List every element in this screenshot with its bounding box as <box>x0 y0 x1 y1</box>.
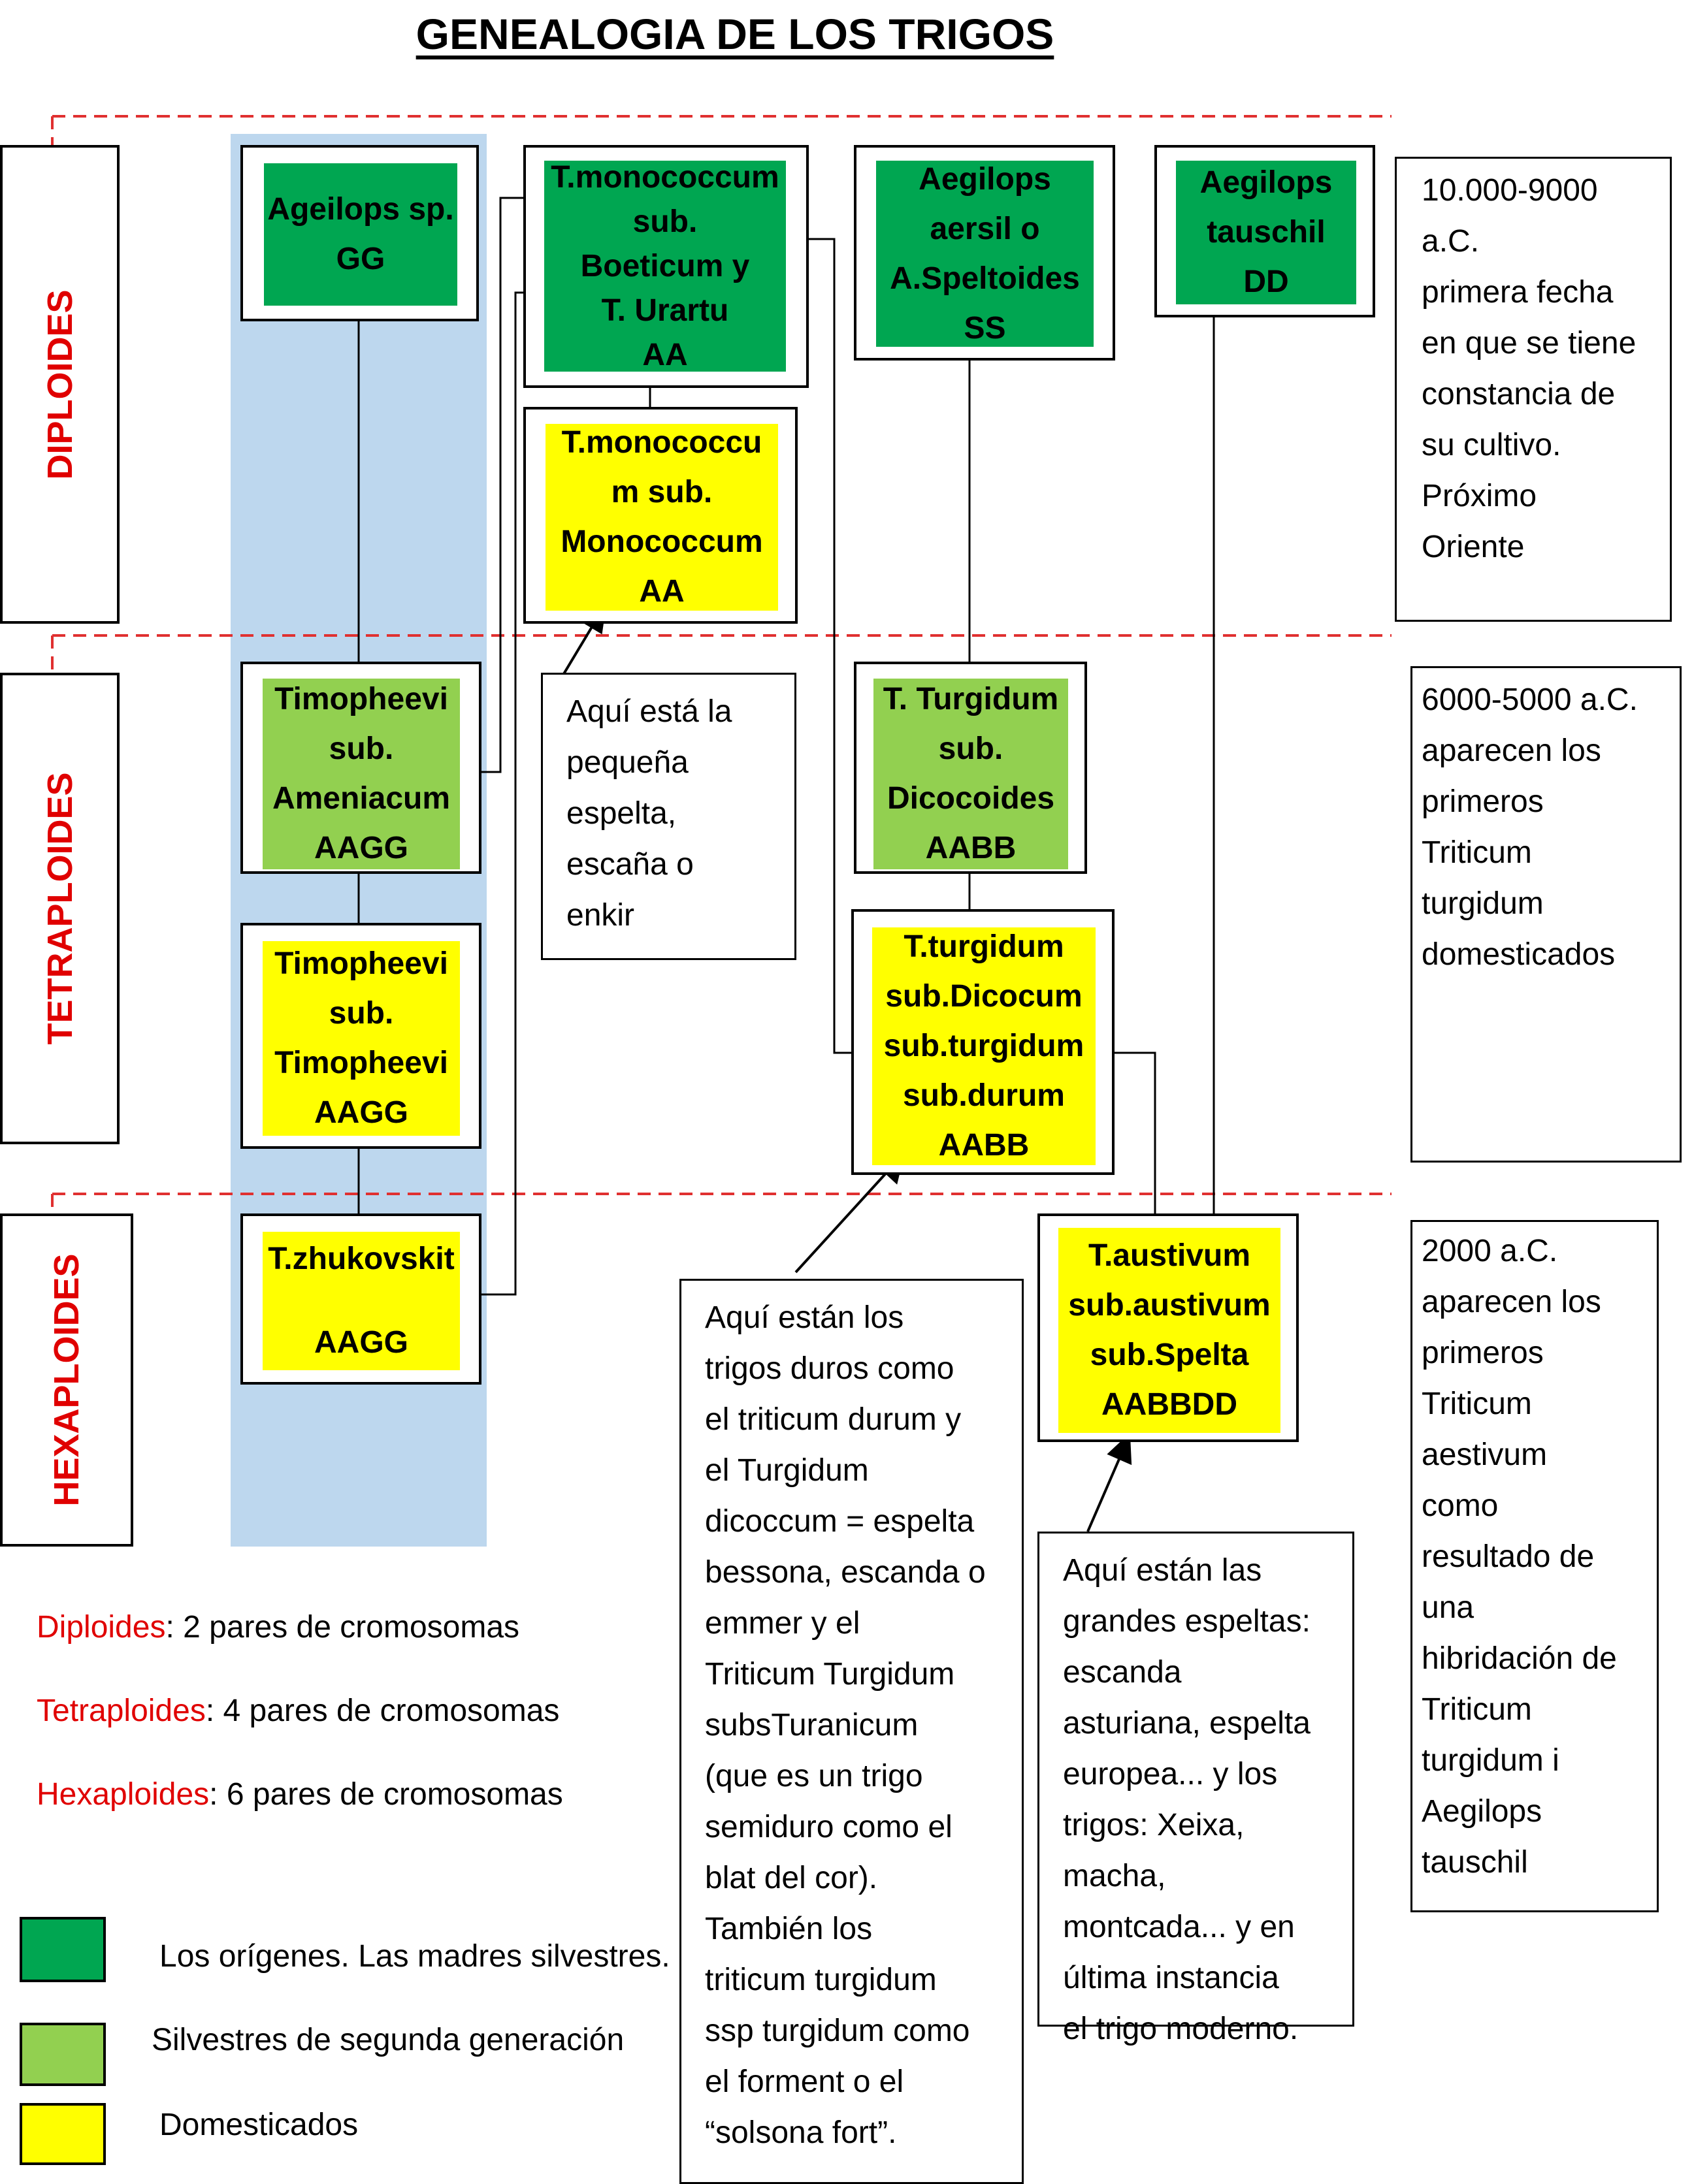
node-zhukovskit-label: T.zhukovskit AAGG <box>263 1232 460 1370</box>
ploidy-desc: : 6 pares de cromosomas <box>209 1777 563 1812</box>
node-timopheevi-timopheevi: Timopheevi sub. Timopheevi AAGG <box>240 923 481 1149</box>
ploidy-term: Hexaploides <box>37 1777 210 1812</box>
level-box-tetraploides: TETRAPLOIDES <box>0 673 120 1144</box>
level-label-diploides: DIPLOIDES <box>40 289 80 480</box>
legend-label-domesticated: Domesticados <box>159 2108 359 2142</box>
ploidy-term: Diploides <box>37 1610 166 1645</box>
ploidy-term: Tetraploides <box>37 1694 206 1728</box>
level-box-diploides: DIPLOIDES <box>0 145 120 624</box>
node-aegilops-aersil-label: Aegilops aersil o A.Speltoides SS <box>876 161 1094 347</box>
node-austivum-label: T.austivum sub.austivum sub.Spelta AABBD… <box>1058 1228 1280 1433</box>
node-monococcum-boeticum: T.monococcum sub. Boeticum y T. Urartu A… <box>523 145 809 388</box>
node-timopheevi-timopheevi-label: Timopheevi sub. Timopheevi AAGG <box>263 941 460 1136</box>
node-turgidum-dicocum-label: T.turgidum sub.Dicocum sub.turgidum sub.… <box>872 927 1096 1165</box>
node-turgidum-dicocum: T.turgidum sub.Dicocum sub.turgidum sub.… <box>851 909 1115 1175</box>
ploidy-desc: : 2 pares de cromosomas <box>165 1610 520 1645</box>
level-box-hexaploides: HEXAPLOIDES <box>0 1213 133 1547</box>
node-turgidum-dicocoides: T. Turgidum sub. Dicocoides AABB <box>854 662 1087 874</box>
node-ageilops-label: Ageilops sp. GG <box>264 163 457 306</box>
legend-swatch-light-green <box>20 2023 106 2086</box>
node-monococcum-boeticum-label: T.monococcum sub. Boeticum y T. Urartu A… <box>544 160 786 372</box>
node-timopheevi-ameniacum-label: Timopheevi sub. Ameniacum AAGG <box>263 679 460 869</box>
note-trigos-duros: Aquí están los trigos duros como el trit… <box>679 1279 1024 2184</box>
legend-swatch-dark-green <box>20 1917 106 1982</box>
node-aegilops-aersil: Aegilops aersil o A.Speltoides SS <box>854 145 1115 361</box>
ploidy-legend-tetraploides: Tetraploides: 4 pares de cromosomas <box>37 1693 559 1729</box>
ploidy-legend-hexaploides: Hexaploides: 6 pares de cromosomas <box>37 1776 563 1812</box>
page-title: GENEALOGIA DE LOS TRIGOS <box>415 10 1054 58</box>
ploidy-desc: : 4 pares de cromosomas <box>205 1694 560 1728</box>
level-label-hexaploides: HEXAPLOIDES <box>47 1253 86 1507</box>
note-pequena-espelta: Aquí está la pequeña espelta, escaña o e… <box>541 673 796 960</box>
node-turgidum-dicocoides-label: T. Turgidum sub. Dicocoides AABB <box>873 679 1068 869</box>
level-label-tetraploides: TETRAPLOIDES <box>40 772 80 1045</box>
legend-label-origins: Los orígenes. Las madres silvestres. <box>159 1939 670 1974</box>
node-ageilops: Ageilops sp. GG <box>240 145 479 321</box>
node-aegilops-tauschil: Aegilops tauschil DD <box>1154 145 1375 317</box>
node-monococcum-monococcum: T.monococcu m sub. Monococcum AA <box>523 407 798 624</box>
node-monococcum-monococcum-label: T.monococcu m sub. Monococcum AA <box>546 424 778 611</box>
node-timopheevi-ameniacum: Timopheevi sub. Ameniacum AAGG <box>240 662 481 874</box>
legend-label-second-gen: Silvestres de segunda generación <box>152 2023 625 2057</box>
timeline-hexaploides: 2000 a.C. aparecen los primeros Triticum… <box>1410 1220 1659 1912</box>
node-austivum: T.austivum sub.austivum sub.Spelta AABBD… <box>1037 1213 1299 1442</box>
ploidy-legend-diploides: Diploides: 2 pares de cromosomas <box>37 1609 519 1645</box>
timeline-tetraploides: 6000-5000 a.C. aparecen los primeros Tri… <box>1410 666 1682 1163</box>
legend-swatch-yellow <box>20 2103 106 2165</box>
note-grandes-espeltas: Aquí están las grandes espeltas: escanda… <box>1037 1532 1354 2046</box>
node-aegilops-tauschil-label: Aegilops tauschil DD <box>1176 161 1356 304</box>
node-zhukovskit: T.zhukovskit AAGG <box>240 1213 481 1385</box>
timeline-diploides: 10.000-9000 a.C. primera fecha en que se… <box>1395 157 1672 622</box>
